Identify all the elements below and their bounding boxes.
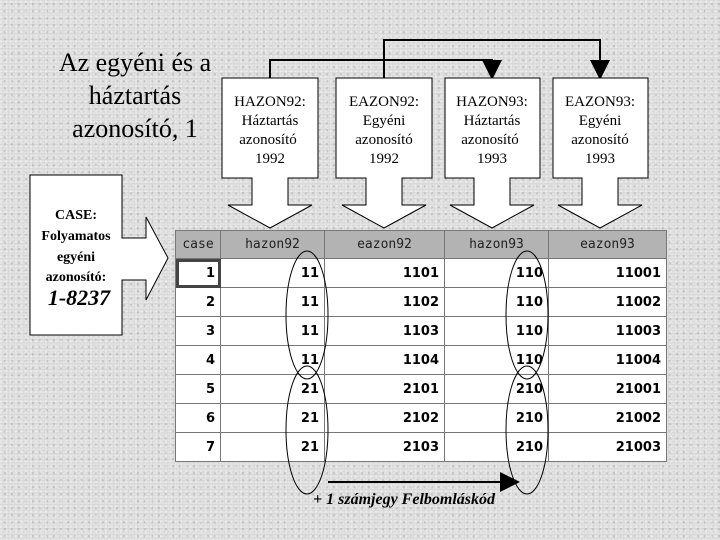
- cell-eazon93[interactable]: 11003: [548, 316, 667, 346]
- title-line: azonosító, 1: [72, 114, 198, 143]
- callout-eazon92: EAZON92: Egyéni azonosító 1992: [335, 77, 433, 229]
- cell-hazon93[interactable]: 210: [444, 403, 549, 433]
- cell-case[interactable]: 6: [175, 403, 221, 433]
- cell-eazon92[interactable]: 2102: [324, 403, 445, 433]
- callout-label: azonosító: [571, 132, 629, 148]
- slide-title: Az egyéni és a háztartás azonosító, 1: [20, 46, 250, 145]
- cell-hazon93[interactable]: 110: [444, 345, 549, 375]
- cell-case[interactable]: 4: [175, 345, 221, 375]
- column-header-case[interactable]: case: [175, 230, 221, 259]
- callout-label: EAZON92:: [349, 94, 419, 110]
- case-range: 1-8237: [48, 285, 111, 310]
- cell-eazon93[interactable]: 11004: [548, 345, 667, 375]
- cell-hazon92[interactable]: 11: [220, 287, 325, 317]
- cell-case[interactable]: 2: [175, 287, 221, 317]
- cell-hazon92[interactable]: 11: [220, 345, 325, 375]
- cell-eazon92[interactable]: 2101: [324, 374, 445, 404]
- callout-label: Egyéni: [363, 113, 406, 129]
- column-header-eazon92[interactable]: eazon92: [324, 230, 445, 259]
- callout-label: Háztartás: [242, 113, 299, 129]
- cell-hazon93[interactable]: 110: [444, 287, 549, 317]
- case-callout: CASE: Folyamatos egyéni azonosító: 1-823…: [29, 174, 169, 336]
- callout-label: azonosító: [355, 132, 413, 148]
- cell-hazon93[interactable]: 210: [444, 432, 549, 462]
- column-header-eazon93[interactable]: eazon93: [548, 230, 667, 259]
- case-label: CASE:: [55, 208, 97, 223]
- callout-label: Háztartás: [464, 113, 521, 129]
- cell-eazon93[interactable]: 11001: [548, 258, 667, 288]
- cell-eazon93[interactable]: 21002: [548, 403, 667, 433]
- column-header-hazon92[interactable]: hazon92: [220, 230, 325, 259]
- cell-hazon92[interactable]: 21: [220, 403, 325, 433]
- cell-eazon92[interactable]: 1102: [324, 287, 445, 317]
- cell-eazon92[interactable]: 1103: [324, 316, 445, 346]
- callout-label: EAZON93:: [565, 94, 635, 110]
- title-line: Az egyéni és a: [58, 48, 212, 77]
- case-label: azonosító:: [46, 270, 107, 285]
- cell-hazon92[interactable]: 21: [220, 374, 325, 404]
- cell-hazon92[interactable]: 11: [220, 258, 325, 288]
- cell-eazon92[interactable]: 1104: [324, 345, 445, 375]
- callout-label: 1993: [477, 151, 507, 167]
- cell-hazon93[interactable]: 110: [444, 316, 549, 346]
- connector-eazon: [383, 39, 610, 80]
- callout-label: 1992: [255, 151, 285, 167]
- cell-eazon93[interactable]: 21003: [548, 432, 667, 462]
- case-label: egyéni: [57, 250, 95, 265]
- title-line: háztartás: [88, 81, 182, 110]
- cell-case[interactable]: 7: [175, 432, 221, 462]
- cell-hazon92[interactable]: 21: [220, 432, 325, 462]
- cell-eazon93[interactable]: 21001: [548, 374, 667, 404]
- cell-eazon92[interactable]: 1101: [324, 258, 445, 288]
- column-header-hazon93[interactable]: hazon93: [444, 230, 549, 259]
- callout-label: HAZON93:: [456, 94, 528, 110]
- callout-hazon93: HAZON93: Háztartás azonosító 1993: [444, 77, 541, 229]
- callout-eazon93: EAZON93: Egyéni azonosító 1993: [552, 77, 649, 229]
- cell-eazon93[interactable]: 11002: [548, 287, 667, 317]
- callout-label: 1993: [585, 151, 615, 167]
- case-label: Folyamatos: [41, 229, 111, 244]
- cell-eazon92[interactable]: 2103: [324, 432, 445, 462]
- callout-label: 1992: [369, 151, 399, 167]
- cell-hazon93[interactable]: 210: [444, 374, 549, 404]
- cell-case[interactable]: 5: [175, 374, 221, 404]
- connector-hazon: [269, 59, 502, 80]
- callout-label: azonosító: [461, 132, 519, 148]
- cell-case[interactable]: 1: [175, 258, 221, 288]
- cell-hazon92[interactable]: 11: [220, 316, 325, 346]
- callout-label: Egyéni: [579, 113, 622, 129]
- cell-case[interactable]: 3: [175, 316, 221, 346]
- footnote: + 1 számjegy Felbomláskód: [313, 491, 495, 508]
- cell-hazon93[interactable]: 110: [444, 258, 549, 288]
